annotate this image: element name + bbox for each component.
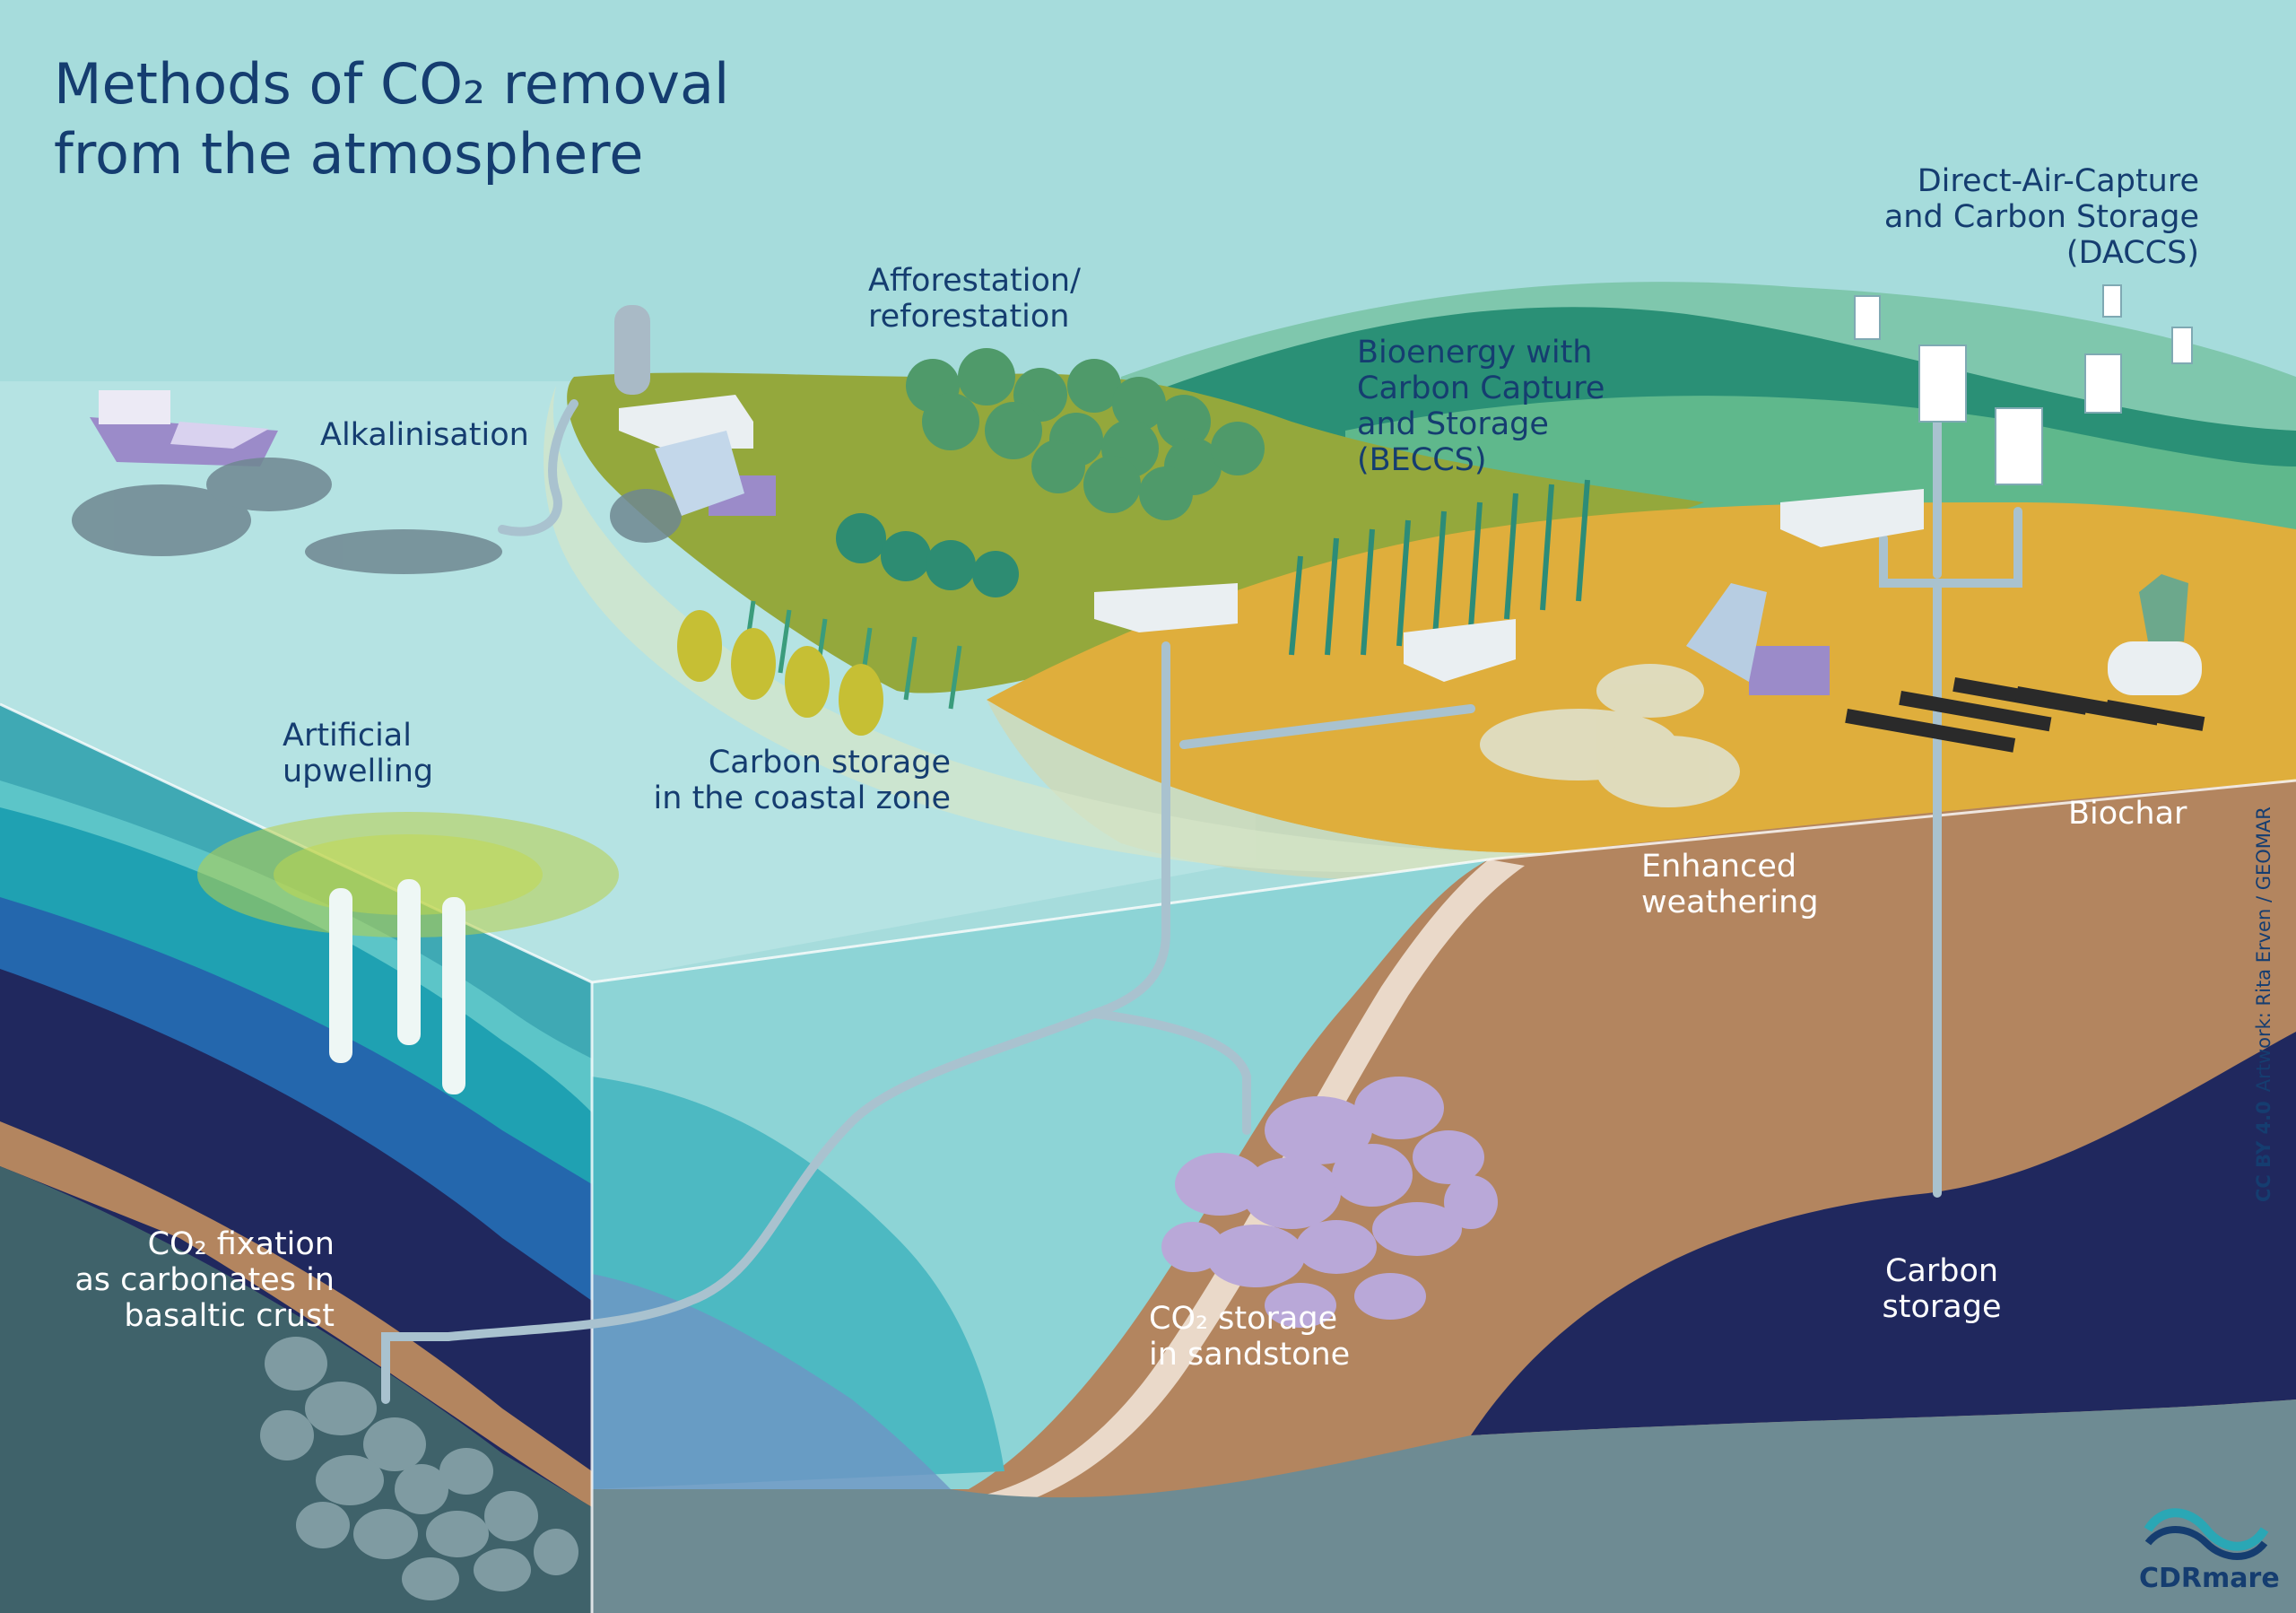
label-artificial-upwelling: Artificial upwelling	[283, 718, 434, 789]
label-carbon-storage: Carbon storage	[1882, 1253, 2002, 1325]
mangroves	[836, 513, 1019, 597]
bioenergy-crops	[1289, 479, 1590, 656]
salt-marsh	[677, 610, 883, 736]
logo-text: CDRmare	[2139, 1563, 2280, 1594]
wave-icon	[2144, 1508, 2269, 1560]
label-daccs: Direct-Air-Capture and Carbon Storage (D…	[1883, 163, 2199, 271]
factory-daccs	[1780, 489, 1924, 547]
label-biochar: Biochar	[2068, 796, 2187, 832]
factory-coast	[1094, 583, 1238, 632]
upwelling-tubes	[329, 879, 465, 1094]
sandstone-rocks	[1161, 1077, 1498, 1328]
artwork-credit: Artwork: Rita Erven / GEOMAR	[2253, 806, 2274, 1093]
label-coastal-storage: Carbon storage in the coastal zone	[653, 745, 951, 816]
alkalinisation-ship	[90, 390, 278, 466]
coast-band	[544, 386, 1578, 873]
biochar-rows	[1845, 676, 2205, 753]
enhanced-weathering-powder	[1480, 664, 1740, 807]
alkalinity-particles	[72, 458, 682, 574]
cdrmare-logo: CDRmare	[2139, 1498, 2280, 1597]
label-sandstone-storage: CO₂ storage in sandstone	[1149, 1301, 1351, 1373]
water-section-3	[592, 1274, 951, 1489]
page-title: Methods of CO₂ removal from the atmosphe…	[54, 49, 729, 189]
biochar-kiln	[2108, 574, 2202, 695]
credit-line: CC BY 4.0 Artwork: Rita Erven / GEOMAR	[2253, 806, 2274, 1202]
title-line-1: Methods of CO₂ removal	[54, 51, 730, 117]
factory-beccs	[1404, 619, 1516, 682]
label-enhanced-weathering: Enhanced weathering	[1641, 849, 1819, 920]
license-text: CC BY 4.0	[2253, 1101, 2274, 1202]
basalt-rocks	[260, 1337, 578, 1600]
crust-sediment	[0, 1121, 592, 1507]
seabed-sand	[969, 859, 1525, 1516]
truck-weathering	[1686, 583, 1830, 695]
dac-units	[1854, 284, 2193, 485]
label-afforestation: Afforestation/ reforestation	[868, 263, 1081, 335]
navy-layer	[1471, 1032, 2296, 1435]
label-basalt-fixation: CO₂ fixation as carbonates in basaltic c…	[74, 1226, 335, 1334]
green-land	[567, 372, 1704, 693]
co2-pipelines	[381, 399, 2022, 1404]
title-line-2: from the atmosphere	[54, 121, 644, 187]
label-beccs: Bioenergy with Carbon Capture and Storag…	[1357, 335, 1605, 478]
forest	[906, 348, 1265, 520]
bedrock	[592, 1399, 2296, 1613]
truck-coast	[655, 431, 776, 516]
label-alkalinisation: Alkalinisation	[320, 417, 529, 453]
